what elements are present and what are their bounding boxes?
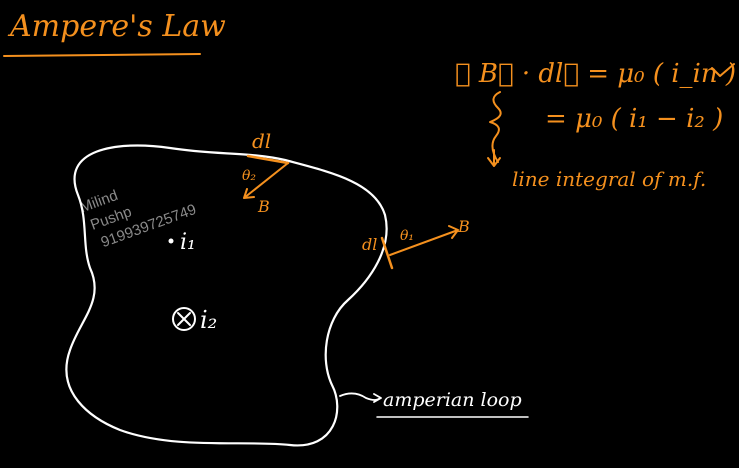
down-arrow-icon [487, 149, 501, 167]
equation-line-1: ∮ B⃗ · dl⃗ = μ₀ ( i_in ) [455, 59, 736, 89]
theta1-label: θ₁ [400, 228, 414, 244]
b-vector-right [389, 225, 459, 256]
amperian-loop [65, 144, 388, 447]
b-vector-top [243, 162, 289, 199]
loop-label-group: amperian loop [339, 389, 529, 418]
page-title: Ampere's Law [7, 9, 226, 44]
equation-block: ∮ B⃗ · dl⃗ = μ₀ ( i_in ) = μ₀ ( i₁ − i₂ … [455, 59, 736, 191]
b-label-right: B [457, 217, 470, 236]
current-i2-label: i₂ [200, 306, 217, 334]
dl-vector-right [380, 236, 394, 270]
loop-label: amperian loop [383, 389, 522, 411]
current-i1-label: i₁ [180, 230, 196, 255]
equation-line-2: = μ₀ ( i₁ − i₂ ) [545, 104, 723, 134]
dl-vector-top [246, 154, 290, 165]
cross-circle-icon [172, 307, 196, 331]
current-i2: i₂ [172, 306, 217, 334]
theta2-label: θ₂ [242, 168, 256, 184]
right-element: dl θ₁ B [362, 217, 470, 270]
dot-icon [168, 238, 174, 244]
top-element: dl θ₂ B [242, 129, 290, 216]
title-group: Ampere's Law [3, 9, 226, 57]
checkmark-icon [711, 63, 735, 77]
brace-icon [489, 91, 502, 163]
pointer-arrow-icon [339, 392, 382, 403]
equation-note: line integral of m.f. [512, 167, 706, 191]
title-underline [3, 53, 201, 57]
b-label-top: B [257, 197, 270, 216]
dl-label-right: dl [362, 235, 377, 254]
cross-icon [177, 312, 191, 326]
current-i1: i₁ [168, 230, 196, 255]
dl-label-top: dl [252, 129, 271, 153]
